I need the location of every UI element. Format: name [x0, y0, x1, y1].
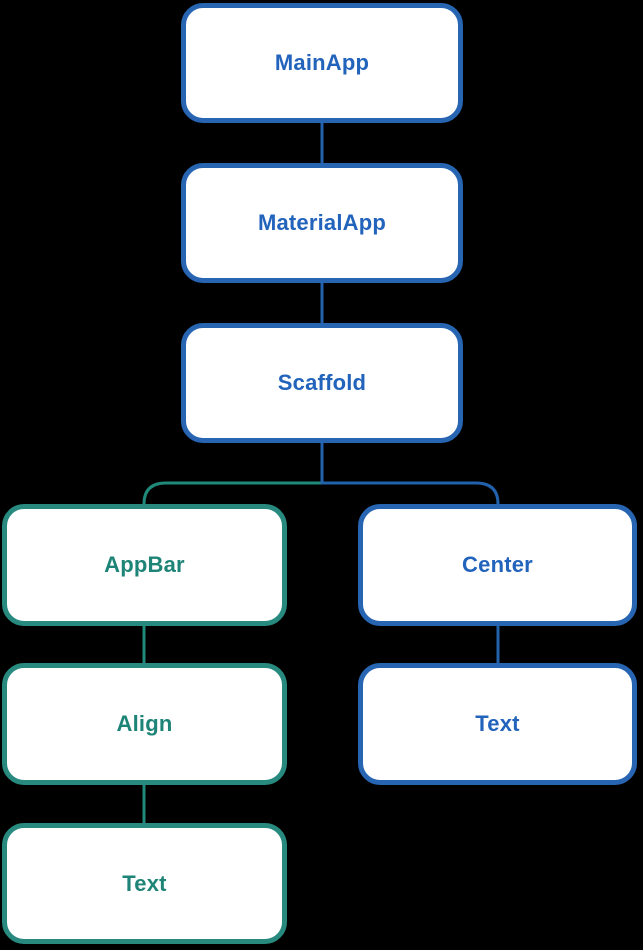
node-mainapp: MainApp	[181, 3, 463, 123]
edge-scaffold-center	[320, 443, 500, 507]
node-scaffold: Scaffold	[181, 323, 463, 443]
edge-scaffold-appbar	[142, 481, 322, 507]
node-text-right: Text	[358, 663, 637, 785]
node-center: Center	[358, 504, 637, 626]
node-text-left: Text	[2, 823, 287, 944]
node-appbar: AppBar	[2, 504, 287, 626]
node-materialapp: MaterialApp	[181, 163, 463, 283]
node-align: Align	[2, 663, 287, 785]
